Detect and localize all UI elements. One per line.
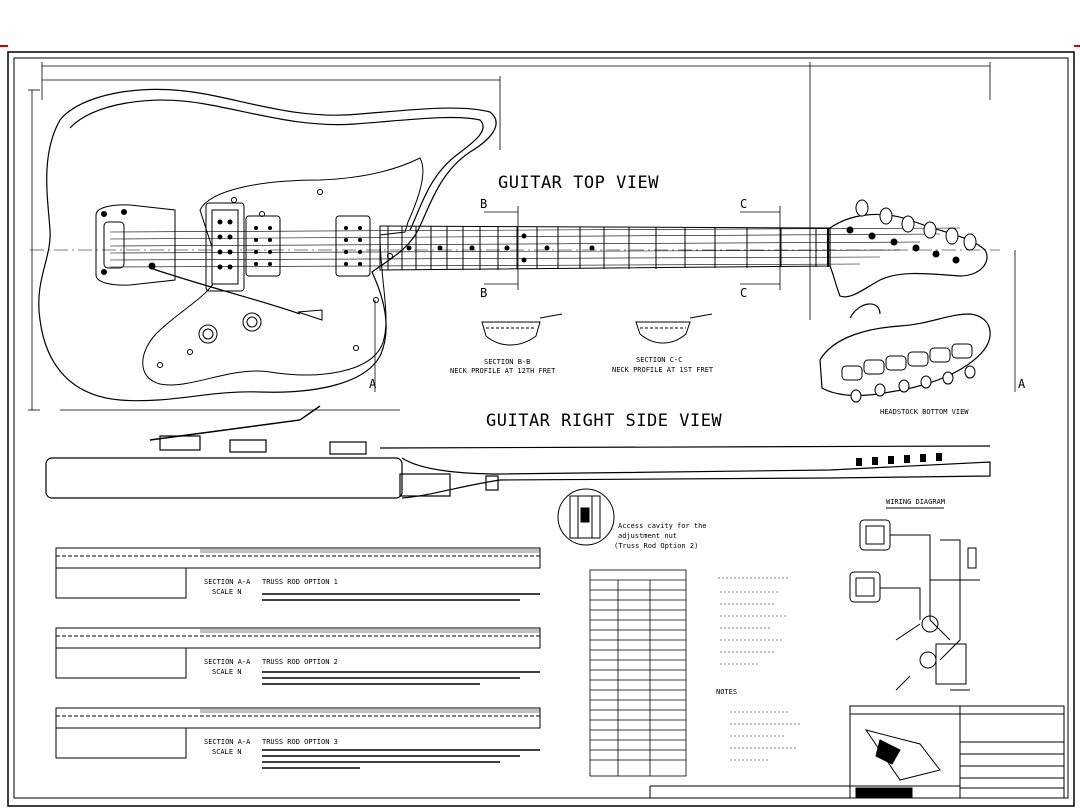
truss-2-scale: SCALE N — [212, 668, 242, 676]
neck-profile-sections — [481, 313, 713, 346]
cavity-note-line3: (Truss Rod Option 2) — [614, 542, 698, 550]
truss-hatching — [200, 547, 540, 713]
wiring-diagram — [849, 507, 980, 691]
section-b-marker-top: B — [480, 197, 487, 211]
headstock-bottom-caption: HEADSTOCK BOTTOM VIEW — [880, 408, 969, 416]
section-c-marker-top: C — [740, 197, 747, 211]
hardware — [95, 202, 371, 321]
section-b-title: SECTION B-B — [484, 358, 530, 366]
truss-2-option: TRUSS ROD OPTION 2 — [262, 658, 338, 666]
pickup-poles — [217, 219, 362, 270]
dimension-lines — [28, 62, 1016, 411]
side-view-title: GUITAR RIGHT SIDE VIEW — [486, 411, 722, 431]
section-b-caption: NECK PROFILE AT 12TH FRET — [450, 367, 556, 375]
notes-block — [718, 577, 800, 761]
top-view-title: GUITAR TOP VIEW — [498, 173, 659, 193]
truss-2-section: SECTION A-A — [204, 658, 251, 666]
side-tuners — [856, 453, 942, 466]
fret-table — [589, 569, 687, 777]
section-c-marker-bottom: C — [740, 286, 747, 300]
guitar-body — [38, 88, 497, 402]
section-a-marker-left: A — [369, 377, 377, 391]
notes-title: NOTES — [716, 688, 737, 696]
wiring-title: WIRING DIAGRAM — [886, 498, 945, 506]
truss-1-option: TRUSS ROD OPTION 1 — [262, 578, 338, 586]
tuner-keys-bottom — [841, 343, 976, 403]
truss-3-option: TRUSS ROD OPTION 3 — [262, 738, 338, 746]
cavity-note-line2: adjustment nut — [618, 532, 677, 540]
section-c-caption: NECK PROFILE AT 1ST FRET — [612, 366, 714, 374]
pickguard — [142, 157, 424, 386]
section-a-marker-right: A — [1018, 377, 1026, 391]
side-view — [45, 405, 991, 499]
tuner-keys-top — [846, 199, 977, 264]
strings — [109, 227, 961, 268]
section-c-title: SECTION C-C — [636, 356, 682, 364]
fret-markers — [406, 233, 595, 263]
fretboard — [379, 225, 831, 271]
truss-1-scale: SCALE N — [212, 588, 242, 596]
drawing-frame — [0, 45, 1080, 807]
cavity-note-line1: Access cavity for the — [618, 522, 707, 530]
title-block — [649, 705, 1065, 799]
truss-1-section: SECTION A-A — [204, 578, 251, 586]
section-b-marker-bottom: B — [480, 286, 487, 300]
section-cut-lines — [374, 206, 781, 392]
cavity-detail — [557, 488, 615, 546]
truss-3-scale: SCALE N — [212, 748, 242, 756]
truss-note-lines — [262, 593, 540, 769]
truss-3-section: SECTION A-A — [204, 738, 251, 746]
